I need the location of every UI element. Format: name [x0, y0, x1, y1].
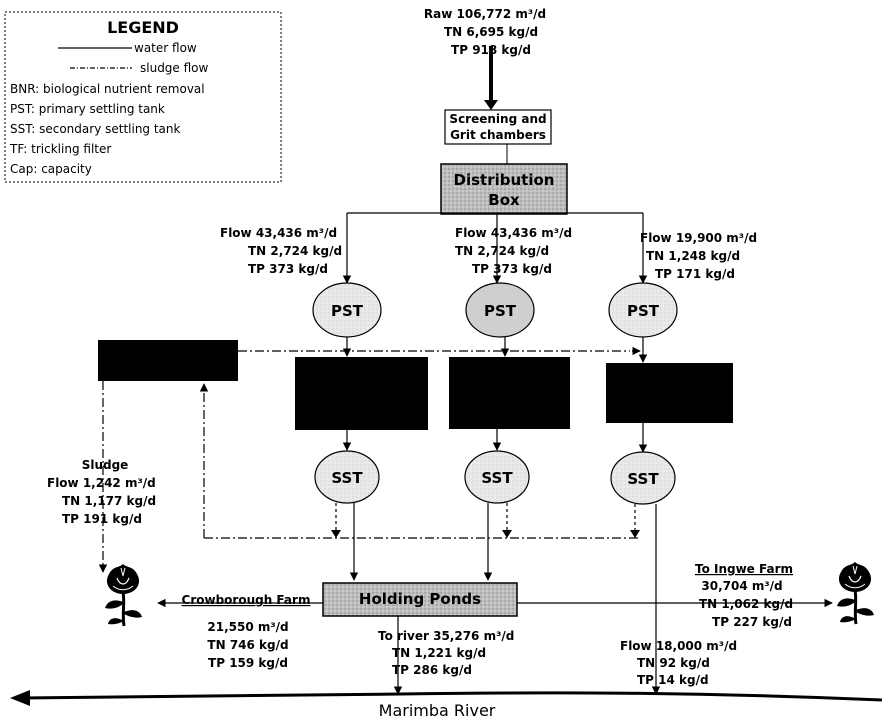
sst-tank-1: SST — [315, 451, 379, 503]
branch-2-tn: TN 2,724 kg/d — [455, 244, 549, 258]
raw-tn: TN 6,695 kg/d — [444, 25, 538, 39]
branch-1-labels: Flow 43,436 m³/d TN 2,724 kg/d TP 373 kg… — [220, 226, 342, 276]
legend-item-cap: Cap: capacity — [10, 162, 92, 176]
sst-2-label: SST — [481, 469, 513, 487]
direct-river-tn: TN 92 kg/d — [637, 656, 710, 670]
treatment-box-3 — [606, 363, 733, 423]
crowborough-flow: 21,550 m³/d — [207, 620, 288, 634]
ingwe-farm-labels: To Ingwe Farm 30,704 m³/d TN 1,062 kg/d … — [695, 562, 793, 629]
pst-1-label: PST — [331, 302, 364, 320]
ingwe-flow: 30,704 m³/d — [701, 579, 782, 593]
legend-item-sludge: sludge flow — [140, 61, 209, 75]
rose-icon — [837, 562, 874, 624]
branch-3-tp: TP 171 kg/d — [655, 267, 735, 281]
sludge-treatment-box — [98, 340, 238, 381]
sst-tank-3: SST — [611, 452, 675, 504]
sst-1-label: SST — [331, 469, 363, 487]
ingwe-tp: TP 227 kg/d — [712, 615, 792, 629]
screening-label-2: Grit chambers — [450, 128, 546, 142]
holding-ponds-label: Holding Ponds — [359, 590, 481, 608]
crowborough-tp: TP 159 kg/d — [208, 656, 288, 670]
treatment-box-2 — [449, 357, 570, 429]
treatment-box-1 — [295, 357, 428, 430]
sludge-tn: TN 1,177 kg/d — [62, 494, 156, 508]
branch-2-tp: TP 373 kg/d — [472, 262, 552, 276]
branch-3-flow: Flow 19,900 m³/d — [640, 231, 757, 245]
raw-inflow-arrowhead — [484, 100, 498, 110]
raw-inflow: Raw 106,772 m³/d TN 6,695 kg/d TP 918 kg… — [424, 7, 546, 110]
pst-3-label: PST — [627, 302, 660, 320]
sludge-title: Sludge — [82, 458, 129, 472]
distribution-box: Distribution Box — [441, 164, 567, 214]
ingwe-title: To Ingwe Farm — [695, 562, 793, 576]
direct-river-labels: Flow 18,000 m³/d TN 92 kg/d TP 14 kg/d — [620, 639, 737, 687]
crowborough-tn: TN 746 kg/d — [207, 638, 288, 652]
pst-2-label: PST — [484, 302, 517, 320]
to-river-tn: TN 1,221 kg/d — [392, 646, 486, 660]
branch-2-flow: Flow 43,436 m³/d — [455, 226, 572, 240]
sludge-tp: TP 191 kg/d — [62, 512, 142, 526]
marimba-river: Marimba River — [10, 690, 882, 720]
ingwe-tn: TN 1,062 kg/d — [699, 597, 793, 611]
to-river-tp: TP 286 kg/d — [392, 663, 472, 677]
pst-tank-2: PST — [466, 283, 534, 337]
rose-icon — [105, 564, 142, 626]
screening-grit-chambers: Screening and Grit chambers — [445, 110, 551, 144]
legend-item-pst: PST: primary settling tank — [10, 102, 165, 116]
branch-1-tn: TN 2,724 kg/d — [248, 244, 342, 258]
legend: LEGEND water flow sludge flow BNR: biolo… — [5, 12, 281, 182]
distribution-label-2: Box — [488, 191, 520, 209]
legend-item-tf: TF: trickling filter — [9, 142, 111, 156]
crowborough-farm-labels: Crowborough Farm 21,550 m³/d TN 746 kg/d… — [182, 593, 311, 670]
branch-3-tn: TN 1,248 kg/d — [646, 249, 740, 263]
sst-tank-2: SST — [465, 451, 529, 503]
branch-2-labels: Flow 43,436 m³/d TN 2,724 kg/d TP 373 kg… — [455, 226, 572, 276]
to-river-labels: To river 35,276 m³/d TN 1,221 kg/d TP 28… — [378, 629, 514, 677]
holding-ponds: Holding Ponds — [323, 583, 517, 616]
direct-river-tp: TP 14 kg/d — [637, 673, 709, 687]
river-label: Marimba River — [379, 701, 496, 720]
distribution-label-1: Distribution — [454, 171, 555, 189]
legend-item-bnr: BNR: biological nutrient removal — [10, 82, 205, 96]
branch-3-labels: Flow 19,900 m³/d TN 1,248 kg/d TP 171 kg… — [640, 231, 757, 281]
sludge-labels: Sludge Flow 1,242 m³/d TN 1,177 kg/d TP … — [47, 458, 156, 526]
legend-title: LEGEND — [107, 18, 179, 37]
legend-item-sst: SST: secondary settling tank — [10, 122, 181, 136]
pst-tank-3: PST — [609, 283, 677, 337]
legend-item-water: water flow — [134, 41, 197, 55]
sst-3-label: SST — [627, 470, 659, 488]
branch-1-tp: TP 373 kg/d — [248, 262, 328, 276]
screening-label-1: Screening and — [449, 112, 546, 126]
direct-river-flow: Flow 18,000 m³/d — [620, 639, 737, 653]
pst-tank-1: PST — [313, 283, 381, 337]
sludge-flow: Flow 1,242 m³/d — [47, 476, 156, 490]
branch-1-flow: Flow 43,436 m³/d — [220, 226, 337, 240]
crowborough-title: Crowborough Farm — [182, 593, 311, 607]
raw-flow: Raw 106,772 m³/d — [424, 7, 546, 21]
to-river-flow: To river 35,276 m³/d — [378, 629, 514, 643]
